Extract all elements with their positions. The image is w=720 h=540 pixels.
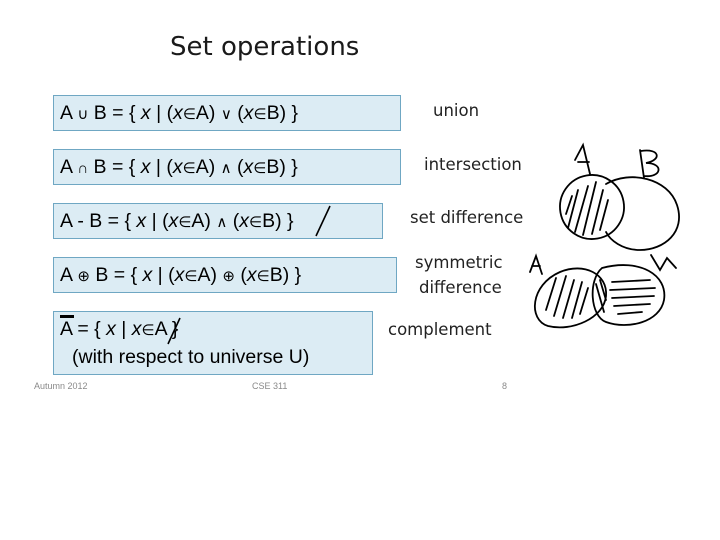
- not-element-symbol: ∈: [248, 214, 263, 231]
- label-union: union: [433, 101, 480, 120]
- slide-title: Set operations: [170, 32, 360, 62]
- symmetric-difference-formula: A ⊕ B = { x | (x ∈ A) ⊕ (x ∈ B) }: [60, 264, 302, 286]
- label-set-difference: set difference: [410, 208, 524, 227]
- not-element-symbol: ∈: [141, 322, 155, 339]
- label-symmetric: symmetric: [415, 253, 503, 272]
- label-difference: difference: [419, 278, 502, 297]
- complement-overline: [60, 315, 74, 318]
- union-symbol: ∪: [77, 106, 89, 123]
- negation-slash: [315, 205, 331, 237]
- and-symbol: ∧: [216, 214, 228, 231]
- xor-symbol: ⊕: [222, 268, 235, 285]
- footer-page-number: 8: [502, 381, 508, 391]
- intersection-formula: A ∩ B = { x | (x ∈ A) ∧ (x ∈ B) }: [60, 156, 298, 178]
- complement-formula-box: A = { x | x ∈ A } (with respect to unive…: [53, 311, 373, 375]
- union-formula-box: A ∪ B = { x | (x ∈ A) ∨ (x ∈ B) }: [53, 95, 401, 131]
- difference-formula: A - B = { x | (x ∈ A) ∧ (x ∈ B) }: [60, 210, 294, 232]
- venn-difference-sketch: [559, 142, 680, 251]
- intersection-symbol: ∩: [77, 160, 89, 177]
- complement-universe-note: (with respect to universe U): [72, 346, 310, 368]
- footer-course: CSE 311: [252, 381, 288, 391]
- and-symbol: ∧: [220, 160, 232, 177]
- negation-slash: [167, 317, 181, 345]
- footer-date: Autumn 2012: [34, 381, 88, 391]
- or-symbol: ∨: [220, 106, 232, 123]
- label-intersection: intersection: [424, 155, 522, 174]
- venn-symmetric-sketch: [529, 253, 677, 329]
- difference-formula-box: A - B = { x | (x ∈ A) ∧ (x ∈ B) }: [53, 203, 383, 239]
- intersection-formula-box: A ∩ B = { x | (x ∈ A) ∧ (x ∈ B) }: [53, 149, 401, 185]
- xor-symbol: ⊕: [77, 268, 90, 285]
- label-complement: complement: [388, 320, 492, 339]
- symmetric-difference-formula-box: A ⊕ B = { x | (x ∈ A) ⊕ (x ∈ B) }: [53, 257, 397, 293]
- union-formula: A ∪ B = { x | (x ∈ A) ∨ (x ∈ B) }: [60, 102, 298, 124]
